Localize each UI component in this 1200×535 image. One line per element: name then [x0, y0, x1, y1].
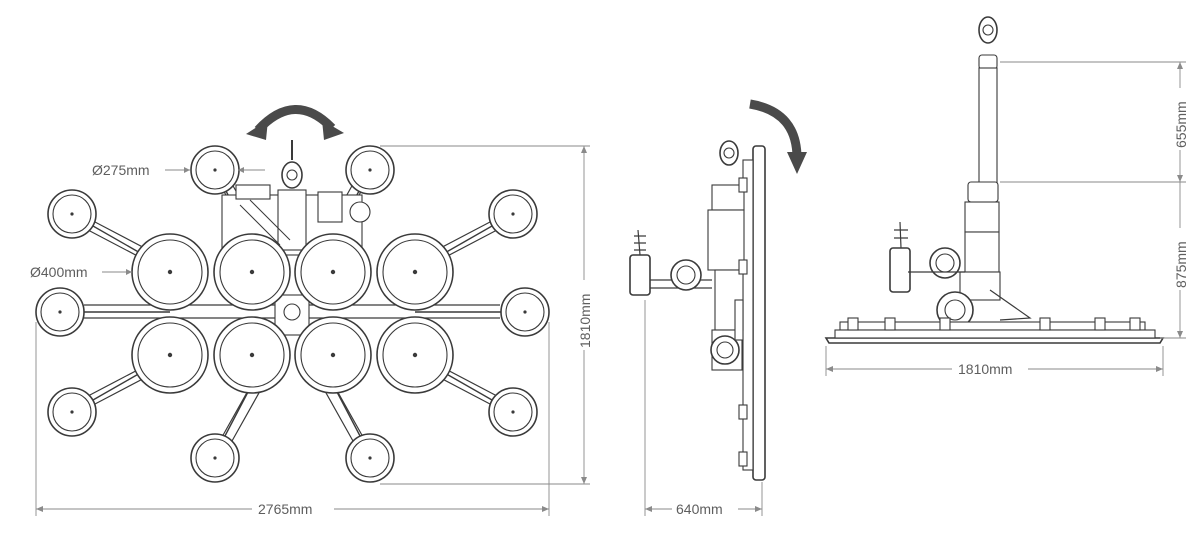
dim-label-front-width: 1810mm: [958, 361, 1012, 377]
lifting-hook-top: [281, 140, 303, 189]
dim-side-depth: 640mm: [644, 300, 763, 518]
large-pads: [131, 233, 454, 394]
dim-large-pad: Ø400mm: [30, 264, 132, 280]
front-view: 655mm 875mm 1810mm: [824, 16, 1189, 378]
front-handle: [889, 221, 965, 293]
front-body: [929, 181, 1032, 329]
dim-label-large-pad: Ø400mm: [30, 264, 88, 280]
rotate-vertical-icon: [749, 99, 807, 174]
side-body: [707, 140, 745, 371]
dim-top-width: 2765mm: [35, 322, 550, 518]
small-pads: [35, 145, 550, 483]
dim-label-small-pad: Ø275mm: [92, 162, 150, 178]
side-pad-clamps: [738, 177, 748, 467]
top-view: Ø275mm Ø400mm 1810mm 2765mm: [30, 105, 593, 518]
side-pad-plate: [752, 145, 766, 481]
dim-small-pad: Ø275mm: [92, 162, 265, 178]
dim-label-side-depth: 640mm: [676, 501, 723, 517]
lifting-hook-front: [978, 16, 998, 184]
dim-front-width: 1810mm: [825, 346, 1164, 378]
central-unit: [221, 184, 371, 336]
dim-label-front-upper: 655mm: [1173, 101, 1189, 148]
dim-front-upper: 655mm: [1000, 61, 1189, 183]
dim-label-top-width: 2765mm: [258, 501, 312, 517]
dim-label-front-lower: 875mm: [1173, 241, 1189, 288]
side-view: 640mm: [629, 99, 807, 518]
front-pad-rail: [824, 317, 1165, 344]
dim-label-top-height: 1810mm: [577, 294, 593, 348]
dim-front-lower: 875mm: [1160, 182, 1189, 339]
dim-top-height: 1810mm: [380, 145, 593, 485]
side-handle: [629, 229, 712, 296]
rotate-horizontal-icon: [246, 105, 344, 140]
